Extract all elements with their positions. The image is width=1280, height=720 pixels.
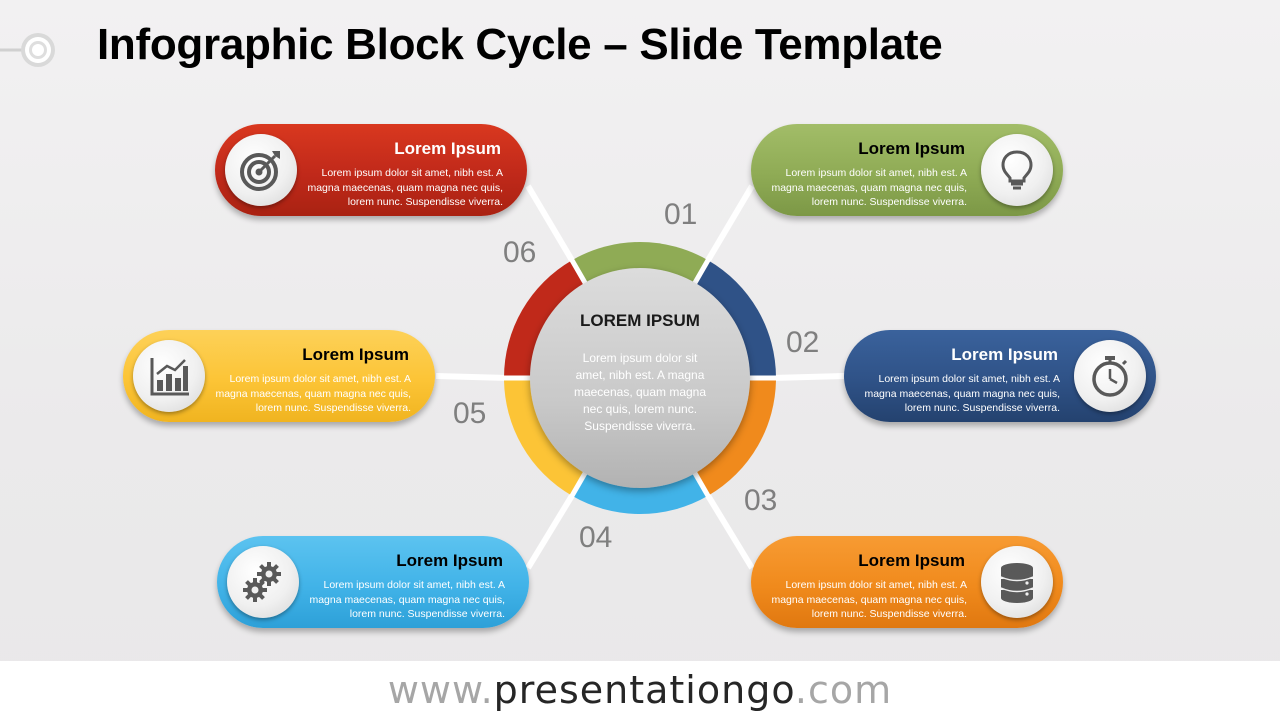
connector-line-06: [525, 184, 577, 266]
connector-line-05: [435, 373, 509, 381]
page-title: Infographic Block Cycle – Slide Template: [97, 20, 943, 69]
target-icon: [240, 151, 280, 191]
connector-line-02: [771, 373, 845, 381]
step-body: Lorem ipsum dolor sit amet, nibh est. A …: [307, 167, 503, 208]
footer: www.presentationgo.com: [0, 661, 1280, 720]
connector-lines: [435, 184, 845, 570]
step-card-04: Lorem Ipsum Lorem ipsum dolor sit amet, …: [217, 536, 529, 628]
step-body: Lorem ipsum dolor sit amet, nibh est. A …: [864, 373, 1060, 414]
gears-icon: [243, 562, 281, 602]
step-number-04: 04: [579, 521, 613, 554]
step-body: Lorem ipsum dolor sit amet, nibh est. A …: [309, 579, 505, 620]
logo-icon: [0, 33, 55, 67]
step-body: Lorem ipsum dolor sit amet, nibh est. A …: [215, 373, 411, 414]
step-icon-circle: [133, 340, 205, 412]
footer-suffix: .com: [794, 668, 893, 712]
center-title: LOREM IPSUM: [580, 311, 700, 330]
connector-line-01: [703, 184, 755, 266]
step-title: Lorem Ipsum: [394, 139, 501, 158]
step-icon-circle: [225, 134, 297, 206]
lightbulb-icon: [1001, 150, 1033, 190]
step-icon-circle: [981, 546, 1053, 618]
step-number-02: 02: [786, 326, 820, 359]
step-icon-circle: [981, 134, 1053, 206]
step-card-05: Lorem Ipsum Lorem ipsum dolor sit amet, …: [123, 330, 435, 422]
step-title: Lorem Ipsum: [858, 139, 965, 158]
footer-prefix: www.: [387, 668, 494, 712]
cycle-diagram: [435, 184, 845, 570]
step-card-02: Lorem Ipsum Lorem ipsum dolor sit amet, …: [844, 330, 1156, 422]
step-icon-circle: [1074, 340, 1146, 412]
step-icon-circle: [227, 546, 299, 618]
step-title: Lorem Ipsum: [951, 345, 1058, 364]
step-title: Lorem Ipsum: [302, 345, 409, 364]
step-card-03: Lorem Ipsum Lorem ipsum dolor sit amet, …: [751, 536, 1063, 628]
step-number-05: 05: [453, 397, 487, 430]
step-number-06: 06: [503, 236, 537, 269]
center-body: Lorem ipsum dolor sit amet, nibh est. A …: [573, 351, 707, 433]
bar-chart-icon: [150, 358, 189, 396]
step-card-01: Lorem Ipsum Lorem ipsum dolor sit amet, …: [751, 124, 1063, 216]
step-number-01: 01: [664, 198, 698, 231]
step-body: Lorem ipsum dolor sit amet, nibh est. A …: [771, 579, 967, 620]
step-title: Lorem Ipsum: [858, 551, 965, 570]
center-disk: [530, 268, 750, 488]
footer-brand: presentationgo: [493, 668, 795, 712]
database-icon: [1000, 563, 1034, 603]
stopwatch-icon: [1092, 356, 1128, 397]
connector-line-03: [703, 490, 755, 570]
footer-url[interactable]: www.presentationgo.com: [0, 661, 1280, 720]
step-title: Lorem Ipsum: [396, 551, 503, 570]
step-number-03: 03: [744, 484, 778, 517]
step-card-06: Lorem Ipsum Lorem ipsum dolor sit amet, …: [215, 124, 527, 216]
step-body: Lorem ipsum dolor sit amet, nibh est. A …: [771, 167, 967, 208]
connector-line-04: [525, 490, 577, 570]
